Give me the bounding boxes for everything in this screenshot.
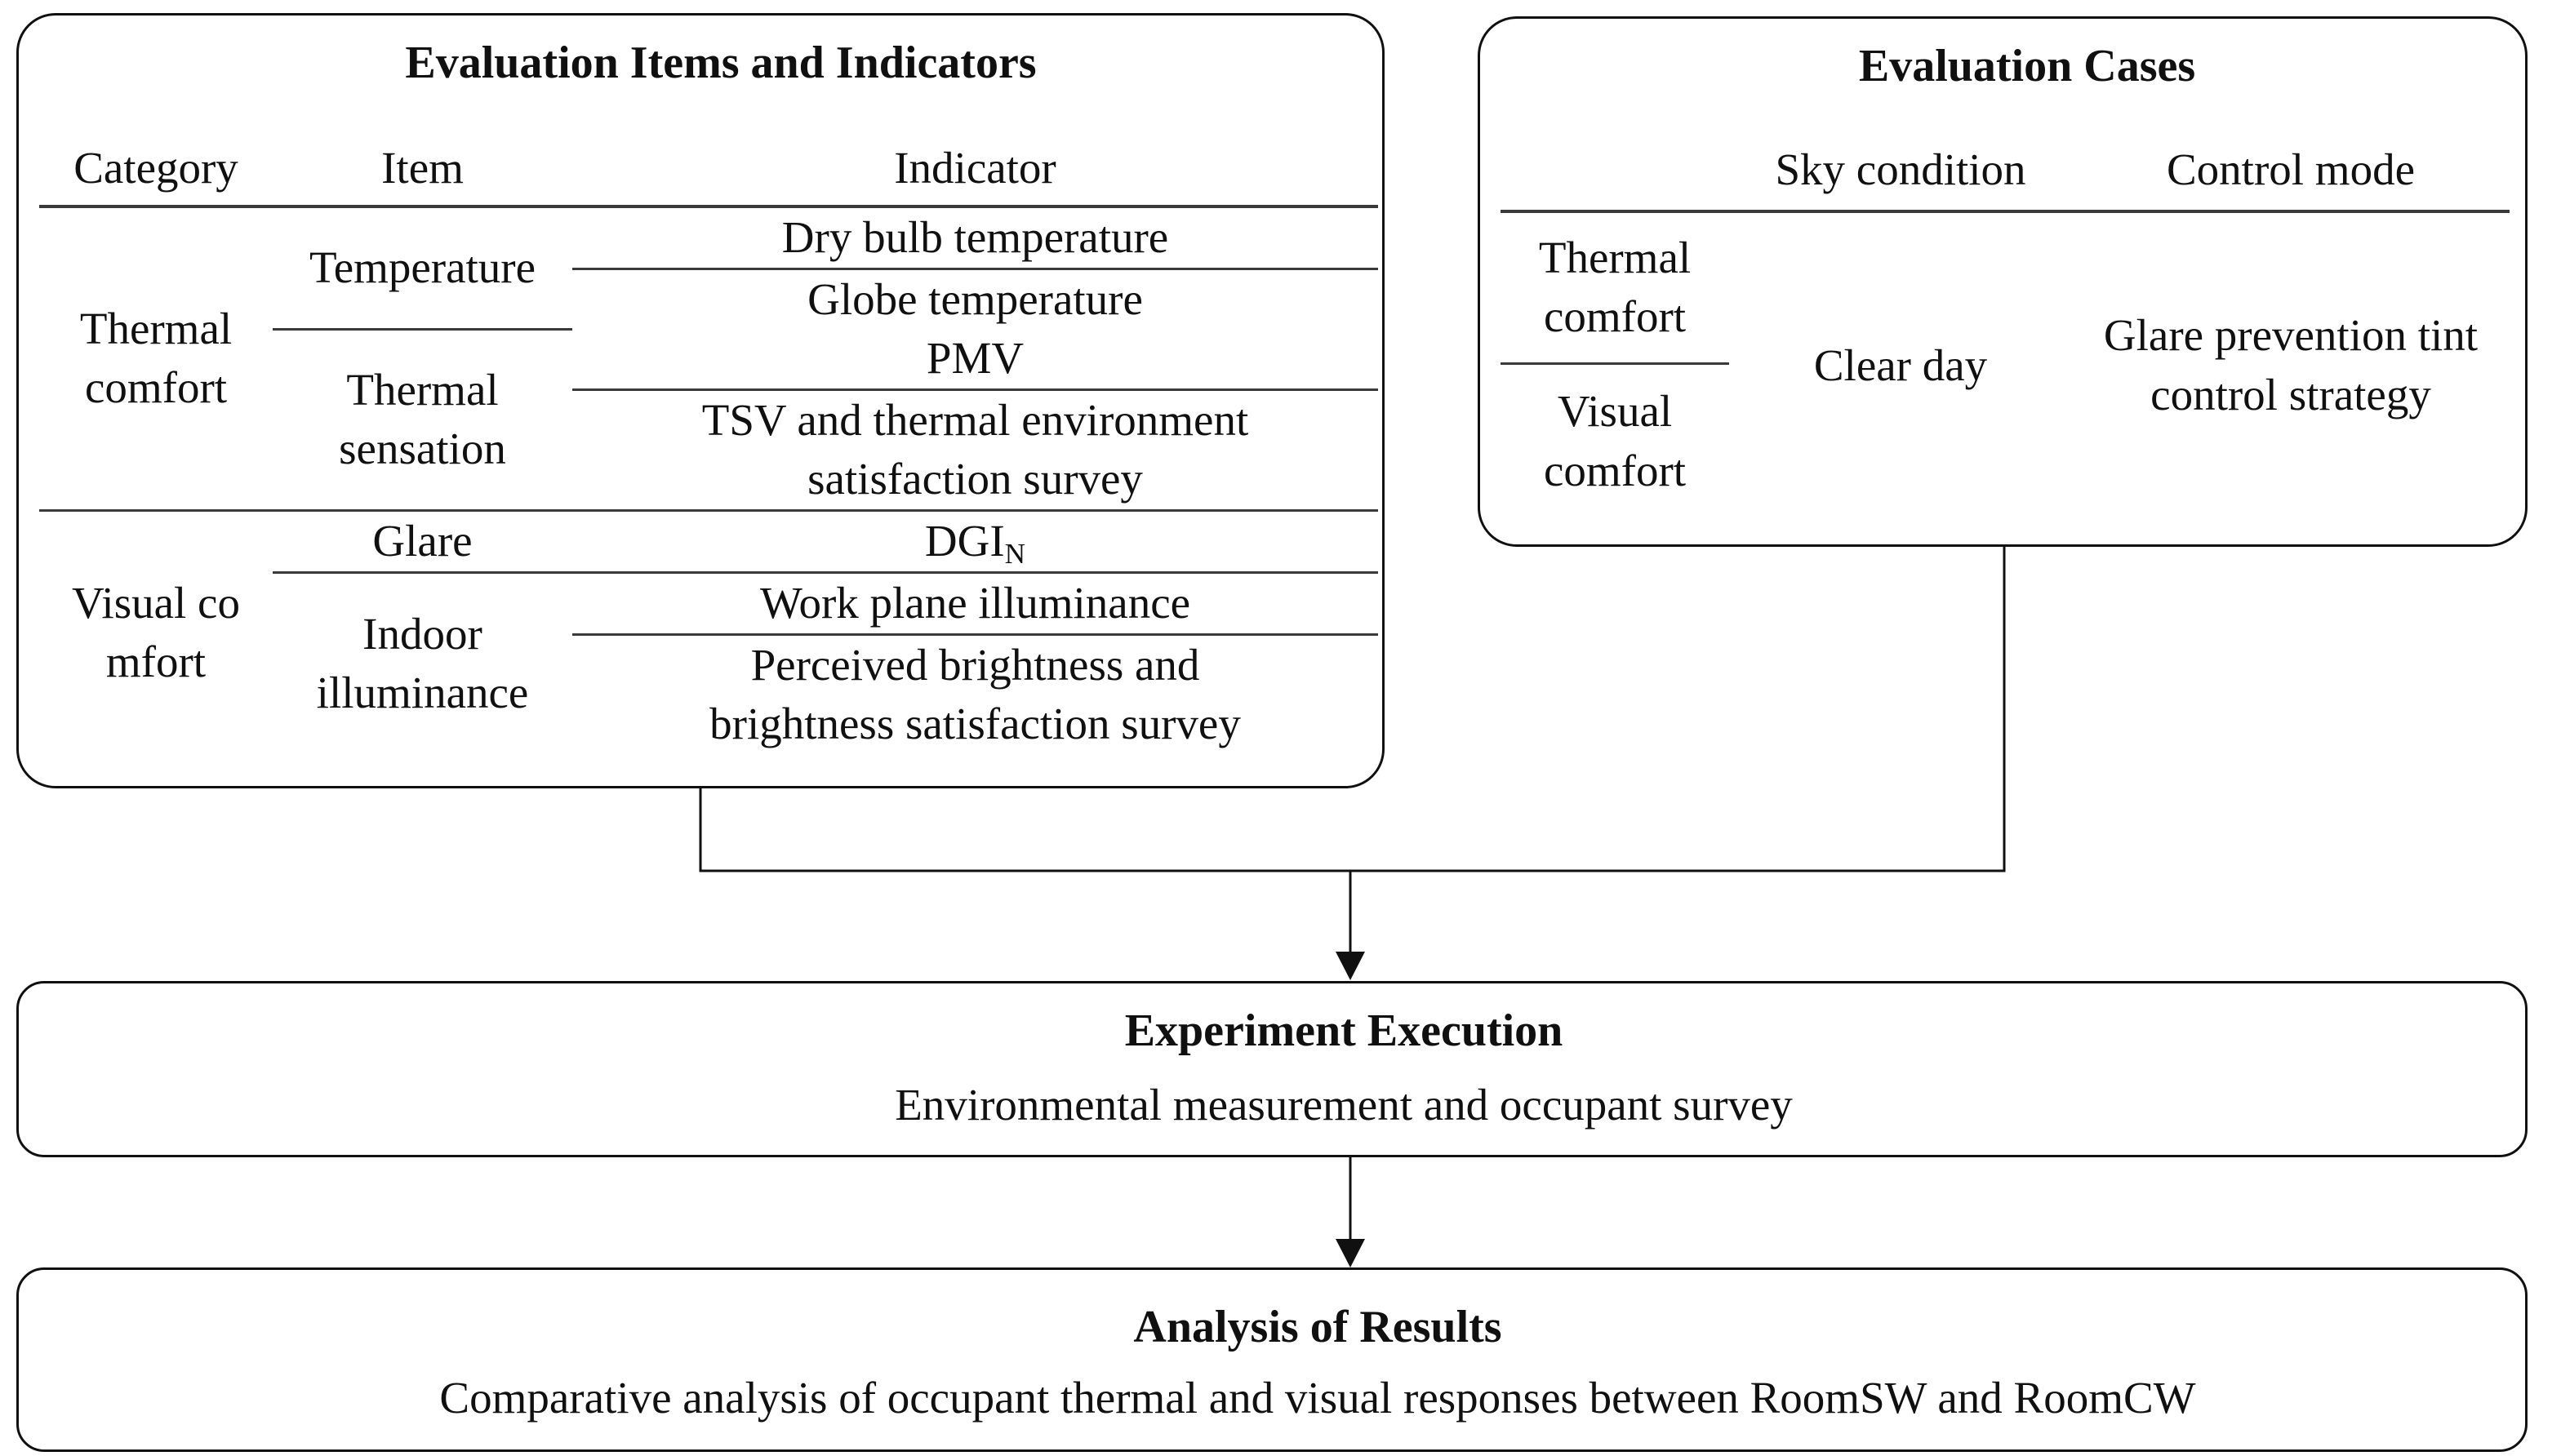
cell-indicator-work-plane: Work plane illuminance (572, 572, 1378, 636)
column-header-control-mode: Control mode (2072, 130, 2510, 213)
cell-item-thermal-sensation: Thermal sensation (273, 329, 572, 512)
table-header-row: Sky condition Control mode (1501, 130, 2510, 213)
table-row: TSV and thermal environment satisfaction… (39, 389, 1378, 512)
table-row: Indoor illuminance Work plane illuminanc… (39, 572, 1378, 717)
arrowhead-down-icon (1336, 1239, 1365, 1267)
dgi-subscript: N (1004, 537, 1026, 570)
cell-sky-condition: Clear day (1813, 340, 1988, 390)
text-line: Indoor (362, 608, 482, 659)
cell-indicator-globe: Globe temperature (807, 273, 1143, 324)
text-line: comfort (1543, 445, 1687, 495)
column-header-indicator: Indicator (572, 131, 1378, 208)
column-header-sky-condition: Sky condition (1729, 130, 2072, 213)
arrowhead-down-icon (1336, 952, 1365, 980)
cell-indicator-pmv: PMV (572, 329, 1378, 391)
text-line: Visual (1557, 386, 1673, 437)
text-line: brightness satisfaction survey (709, 699, 1241, 749)
evaluation-items-table: Category Item Indicator Thermal comfort … (39, 131, 1378, 754)
table-row: Thermal comfort Clear day Glare preventi… (1501, 211, 2510, 419)
evaluation-items-title: Evaluation Items and Indicators (405, 38, 1037, 88)
cell-indicator-tsv: TSV and thermal environment satisfaction… (572, 389, 1378, 512)
column-header-blank (1501, 130, 1729, 213)
cell-category-thermal-comfort: Thermal comfort (39, 206, 273, 512)
evaluation-cases-table: Sky condition Control mode Thermal comfo… (1501, 130, 2510, 518)
table-row: Thermal sensation PMV (39, 329, 1378, 512)
text-line: mfort (105, 637, 207, 687)
table-row: Visual comfort (1501, 363, 2510, 518)
cell-indicator-dgi: DGIN (572, 510, 1378, 574)
evaluation-items-box: Evaluation Items and Indicators Category… (16, 13, 1385, 788)
text-line: satisfaction survey (807, 454, 1143, 504)
analysis-results-title: Analysis of Results (1133, 1302, 1502, 1352)
cell-item-glare: Glare (273, 510, 572, 574)
evaluation-cases-title: Evaluation Cases (1858, 41, 2196, 91)
cell-category-thermal-comfort: Thermal comfort (1501, 211, 1729, 365)
cell-category-visual-comfort: Visual co mfort (39, 510, 273, 753)
text-line: Visual co (72, 577, 240, 628)
cell-item-temperature: Temperature (273, 206, 572, 331)
table-row: Perceived brightness and brightness sati… (39, 634, 1378, 754)
text-line: Perceived brightness and (750, 639, 1200, 690)
cell-indicator-dry-bulb: Dry bulb temperature (572, 206, 1378, 270)
cell-item-indoor-illuminance: Indoor illuminance (273, 572, 572, 753)
analysis-results-box: Analysis of Results Comparative analysis… (16, 1267, 2528, 1452)
text-line: comfort (84, 362, 228, 413)
dgi-label: DGI (924, 516, 1005, 566)
evaluation-cases-box: Evaluation Cases Sky condition Control m… (1478, 16, 2528, 547)
experiment-execution-title: Experiment Execution (1124, 1005, 1563, 1056)
text-line: TSV and thermal environment (701, 394, 1249, 445)
analysis-results-subtitle: Comparative analysis of occupant thermal… (439, 1373, 2196, 1423)
cell-category-visual-comfort: Visual comfort (1501, 363, 1729, 518)
text-line: comfort (1543, 291, 1687, 342)
experiment-execution-subtitle: Environmental measurement and occupant s… (895, 1080, 1793, 1130)
text-line: Thermal (346, 364, 499, 415)
text-line: sensation (339, 424, 506, 474)
experiment-execution-box: Experiment Execution Environmental measu… (16, 981, 2528, 1157)
text-line: illuminance (316, 668, 529, 718)
text-line: Thermal (1538, 232, 1692, 282)
column-header-category: Category (39, 131, 273, 208)
column-header-item: Item (273, 131, 572, 208)
cell-indicator-perceived: Perceived brightness and brightness sati… (572, 634, 1378, 754)
text-line: Glare prevention tint (2103, 310, 2479, 361)
table-header-row: Category Item Indicator (39, 131, 1378, 208)
text-line: control strategy (2150, 370, 2431, 419)
table-row: Thermal comfort Temperature Dry bulb tem… (39, 206, 1378, 512)
cell-control-mode: Glare prevention tint control strategy (2072, 211, 2510, 518)
table-row: Visual co mfort Glare DGIN (39, 510, 1378, 686)
table-row: Globe temperature (39, 269, 1378, 329)
text-line: Thermal (79, 303, 233, 353)
